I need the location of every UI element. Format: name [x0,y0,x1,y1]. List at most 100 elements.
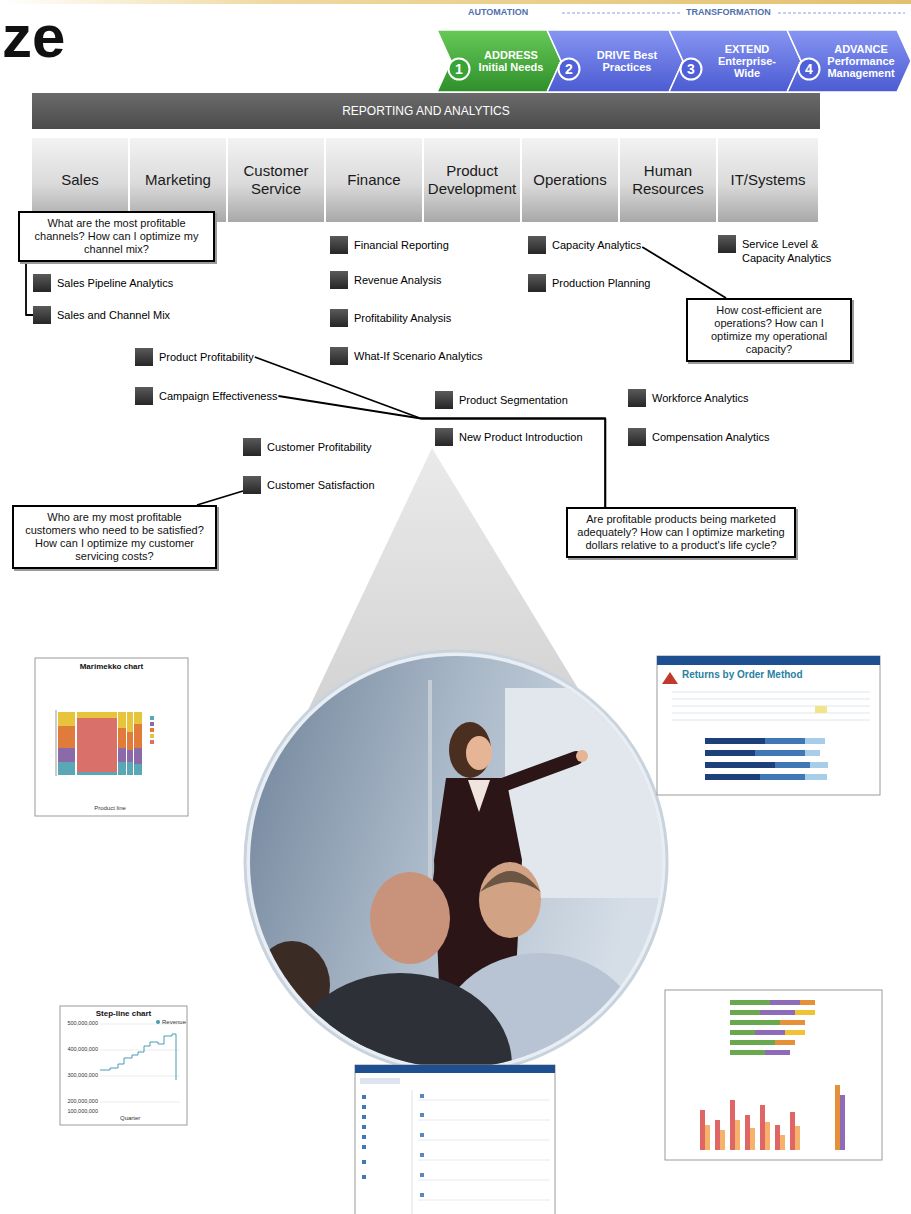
portal-screenshot-part-part [420,1173,424,1177]
phase-chevron: ADVANCE Performance Management4 [787,30,911,92]
bullet-square [330,347,348,365]
marimekko-thumbnail-part [58,726,75,748]
marimekko-thumbnail-part [118,712,126,728]
step-line-thumbnail-part [100,1034,176,1080]
report-screenshot-part-part [672,692,870,693]
analytics-item: Product Segmentation [435,391,568,409]
bar-chart-screenshot-part [800,1000,815,1005]
report-screenshot-part [657,656,880,665]
marimekko-thumbnail-part [58,762,75,775]
photo-part [576,750,588,762]
item-label: Customer Profitability [267,438,372,456]
photo-part [466,736,492,770]
question-callout: How cost-efficient are operations? How c… [686,298,852,362]
report-screenshot-part [805,750,820,756]
text-label: TRANSFORMATION [686,7,771,18]
portal-screenshot-part-part [362,1095,366,1099]
bar-chart-screenshot-part-part [715,1120,720,1150]
question-callout: Who are my most profitable customers who… [12,505,217,569]
page-title: ze [2,4,65,70]
report-screenshot-part [805,774,827,780]
portal-screenshot-part-part [362,1175,366,1179]
phase-label: ADVANCE Performance Management [825,43,897,79]
text-label: 400,000,000 [62,1046,98,1054]
report-screenshot-part [810,762,828,768]
item-label: Financial Reporting [354,236,449,254]
analytics-item: Sales Pipeline Analytics [33,274,173,292]
portal-screenshot-part-part [420,1153,424,1157]
step-number-text: 2 [565,62,573,76]
item-label: Revenue Analysis [354,271,441,289]
item-label: Workforce Analytics [652,389,748,407]
marimekko-thumbnail-part [118,728,126,748]
step-line-thumbnail-part [60,1006,187,1125]
report-screenshot-part-part [672,706,870,707]
marimekko-thumbnail-part [58,712,75,726]
bar-chart-screenshot-part-part [775,1125,780,1150]
question-callout: Are profitable products being marketed a… [566,507,796,558]
pointer-line [26,262,33,315]
department-header: Marketing [130,138,226,222]
marimekko-thumbnail-part [150,734,154,738]
bar-chart-screenshot-part-part [790,1112,795,1150]
bullet-square [528,236,546,254]
number-circle [799,59,820,80]
item-label: Campaign Effectiveness [159,387,277,405]
report-screenshot-part [705,738,765,744]
department-name: Marketing [145,171,211,189]
bar-chart-screenshot-part-part [700,1110,705,1150]
text-label: Step-line chart [60,1009,187,1019]
pointer-line [255,357,605,507]
report-screenshot-part [705,774,760,780]
callout-pointer [197,491,243,505]
bar-chart-screenshot-part [835,1085,840,1150]
step-line-thumbnail-part [156,1020,160,1024]
report-screenshot-part-part [672,720,870,721]
item-label: Product Segmentation [459,391,568,409]
marimekko-thumbnail-part [77,772,117,775]
report-screenshot-part-part [672,699,870,700]
top-strip [0,0,911,4]
item-label: Service Level & Capacity Analytics [742,235,850,265]
portal-screenshot [355,1065,555,1214]
report-screenshot-part [765,738,805,744]
chevron-outline [787,30,911,92]
bullet-square [718,235,736,253]
marimekko-thumbnail-part [127,712,133,732]
analytics-item: Service Level & Capacity Analytics [718,235,850,265]
pointer-line [642,247,726,298]
number-circle [559,59,580,80]
report-screenshot [657,656,880,795]
bar-chart-screenshot-part-part [705,1125,710,1150]
photo-part [370,872,450,964]
analytics-item: Product Profitability [135,348,254,366]
analytics-item: Revenue Analysis [330,271,441,289]
item-label: Compensation Analytics [652,428,769,446]
section-bar: REPORTING AND ANALYTICS [32,93,820,129]
bar-chart-screenshot-part [785,1030,805,1035]
portal-screenshot-part-part [420,1094,424,1098]
photo-part [428,680,432,900]
text-label: Product line [70,804,150,812]
analytics-item: Compensation Analytics [628,428,769,446]
portal-screenshot-part-part [362,1160,366,1164]
step-line-thumbnail-part [100,1024,180,1102]
marimekko-thumbnail-part [127,750,133,762]
callout-text: How cost-efficient are operations? How c… [696,304,842,356]
bar-chart-screenshot-part [705,1120,800,1150]
portal-screenshot-part [412,1090,413,1214]
bullet-square [528,274,546,292]
callout-pointer [26,262,33,315]
analytics-item: Profitability Analysis [330,309,451,327]
analytics-item: Workforce Analytics [628,389,748,407]
department-name: IT/Systems [730,171,805,189]
callout-text: Who are my most profitable customers who… [22,511,207,563]
text-label: Marimekko chart [35,662,188,672]
marimekko-thumbnail-part [127,732,133,750]
marimekko-thumbnail-part [150,740,154,744]
portal-screenshot-part [355,1065,555,1073]
bar-chart-screenshot-part-part [745,1115,750,1150]
photo-part [480,871,541,892]
text-label: 500,000,000 [62,1020,98,1028]
portal-screenshot-part-part [420,1193,424,1197]
